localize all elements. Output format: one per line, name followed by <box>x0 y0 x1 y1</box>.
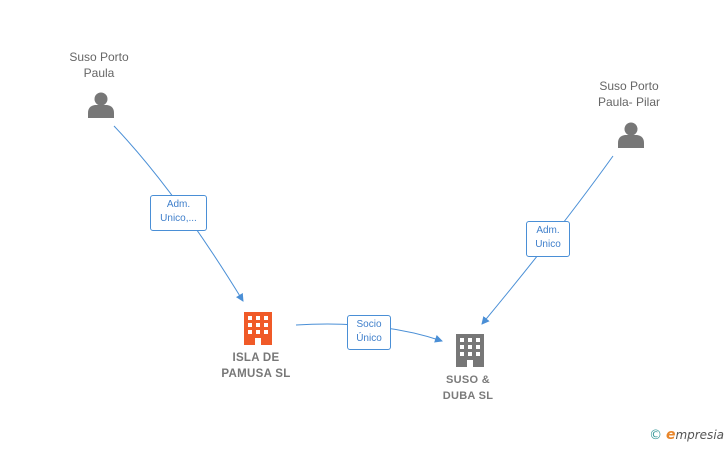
person-name-line2: Paula- Pilar <box>597 95 661 109</box>
company-name-line2: PAMUSA SL <box>221 368 291 380</box>
edge-role-line2: Único <box>356 333 382 344</box>
person-label-paula[interactable]: Suso Porto Paula <box>49 49 149 81</box>
edge-label-paula-to-isla[interactable]: Adm. Unico,... <box>150 195 207 231</box>
edge-role-line1: Socio <box>356 319 382 330</box>
building-icon <box>244 312 272 345</box>
person-name-line1: Suso Porto <box>599 79 659 93</box>
company-label-isla[interactable]: ISLA DE PAMUSA SL <box>206 350 306 382</box>
company-name-line2: DUBA SL <box>442 390 494 402</box>
person-label-pilar[interactable]: Suso Porto Paula- Pilar <box>569 78 689 110</box>
person-name-line2: Paula <box>83 66 115 80</box>
edge-label-isla-to-suso[interactable]: Socio Único <box>347 315 391 350</box>
company-name-line1: SUSO & <box>446 374 490 386</box>
building-icon <box>456 334 484 367</box>
edge-role-line2: Unico <box>535 239 561 250</box>
edge-role-line1: Adm. <box>166 199 191 210</box>
empresia-watermark[interactable]: © empresia <box>649 427 724 443</box>
person-icon <box>88 92 114 118</box>
edge-label-pilar-to-suso[interactable]: Adm. Unico <box>526 221 570 257</box>
edge-role-line2: Unico,... <box>160 213 197 224</box>
company-label-suso[interactable]: SUSO & DUBA SL <box>418 372 518 404</box>
copyright-symbol: © <box>649 428 663 443</box>
person-icon <box>618 122 644 148</box>
company-name-line1: ISLA DE <box>232 352 280 364</box>
brand-name: mpresia <box>675 428 724 442</box>
person-name-line1: Suso Porto <box>69 50 129 64</box>
brand-initial: e <box>665 427 676 443</box>
edge-role-line1: Adm. <box>536 225 560 236</box>
